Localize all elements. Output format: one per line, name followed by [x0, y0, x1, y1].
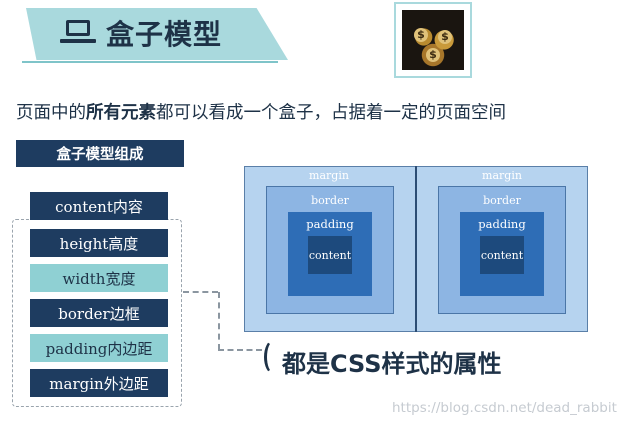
padding-label-left: padding	[306, 217, 354, 231]
conclusion-text: 都是CSS样式的属性	[282, 350, 502, 378]
connector-line	[218, 292, 220, 350]
watermark: https://blog.csdn.net/dead_rabbit	[392, 400, 617, 416]
item-width: width宽度	[30, 264, 168, 292]
item-height: height高度	[30, 229, 168, 257]
intro-after: 都可以看成一个盒子，占据着一定的页面空间	[156, 103, 506, 123]
margin-label-left: margin	[309, 169, 349, 182]
dollar-symbol: $	[414, 28, 428, 42]
content-label-left: content	[308, 249, 352, 262]
content-box-right	[480, 236, 524, 274]
padding-label-right: padding	[478, 217, 526, 231]
money-bags-image: $ $ $	[394, 2, 472, 78]
margin-label-right: margin	[482, 169, 522, 182]
item-content: content内容	[30, 192, 168, 220]
connector-line	[183, 291, 218, 293]
dollar-symbol: $	[426, 48, 440, 62]
content-label-right: content	[480, 249, 524, 262]
dollar-symbol: $	[438, 30, 452, 44]
title-underline	[22, 61, 278, 63]
laptop-icon-base	[60, 39, 96, 43]
bracket-mark	[264, 340, 282, 374]
diagram-divider	[415, 166, 417, 332]
border-label-left: border	[311, 194, 349, 207]
item-padding: padding内边距	[30, 334, 168, 362]
intro-text: 页面中的所有元素都可以看成一个盒子，占据着一定的页面空间	[16, 99, 506, 124]
connector-line	[218, 349, 262, 351]
item-margin: margin外边距	[30, 369, 168, 397]
section-label: 盒子模型组成	[16, 140, 184, 167]
intro-emphasis: 所有元素	[86, 103, 156, 123]
border-label-right: border	[483, 194, 521, 207]
page-title: 盒子模型	[106, 18, 223, 51]
content-box-left	[308, 236, 352, 274]
item-border: border边框	[30, 299, 168, 327]
laptop-icon	[66, 20, 90, 36]
intro-before: 页面中的	[16, 103, 86, 123]
